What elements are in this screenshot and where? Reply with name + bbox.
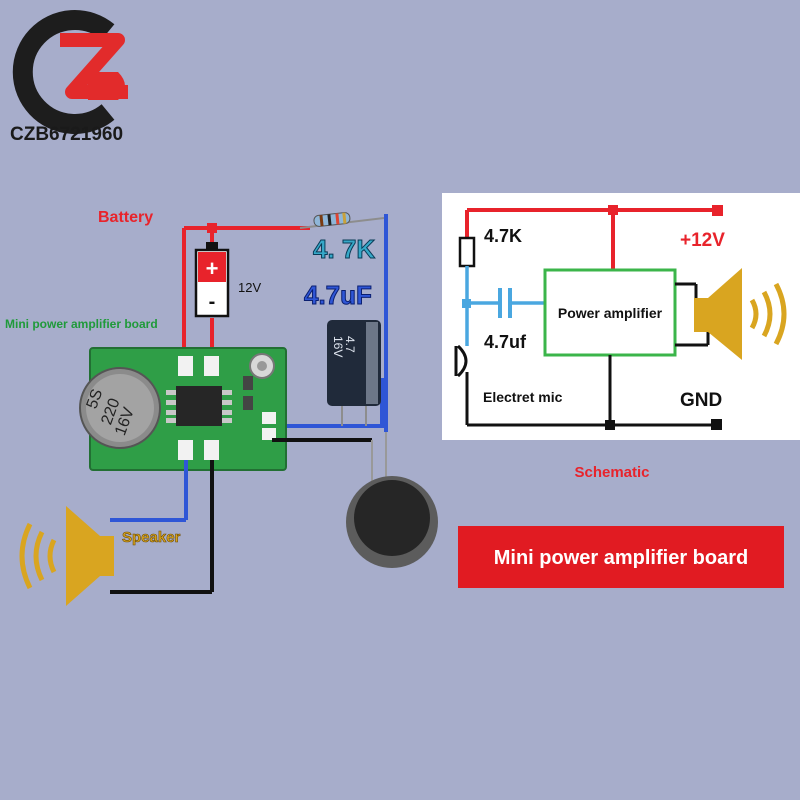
speaker-label: Speaker	[122, 529, 181, 546]
module-cap-text-1: 5S	[84, 387, 107, 411]
wire-node	[207, 223, 217, 233]
schematic-terminal-gnd	[711, 419, 722, 430]
logo-ring	[12, 10, 115, 134]
battery-voltage-label: 12V	[238, 280, 261, 295]
battery-plus: +	[206, 256, 219, 281]
schematic-mic-label: Electret mic	[483, 389, 563, 405]
schematic-caption: Schematic	[574, 464, 649, 481]
schematic-node	[462, 299, 471, 308]
schematic-voltage-label: +12V	[680, 230, 725, 251]
schematic-speaker-icon	[694, 268, 787, 360]
schematic-ground-label: GND	[680, 390, 722, 411]
electrolytic-capacitor	[327, 320, 381, 426]
board-label: Mini power amplifier board	[5, 317, 158, 331]
elec-cap-text-2: 16V	[331, 336, 345, 357]
resistor-label: 4. 7K	[313, 234, 375, 264]
schematic-capacitor-label: 4.7uf	[484, 332, 527, 352]
ground-wires	[110, 438, 372, 594]
schematic-node	[605, 420, 615, 430]
amplifier-module-board	[79, 347, 287, 471]
title-banner	[458, 526, 784, 588]
logo-text: CZB6721960	[10, 124, 123, 145]
battery-label: Battery	[98, 209, 153, 226]
schematic-supply-wires	[465, 208, 716, 270]
capacitor-label: 4.7uF	[304, 280, 372, 310]
schematic-resistor	[458, 236, 476, 268]
speaker-wires	[110, 460, 188, 522]
schematic-amplifier	[543, 268, 677, 357]
speaker-icon	[19, 506, 114, 606]
battery-icon	[194, 242, 230, 318]
schematic-mic-icon	[454, 344, 468, 378]
schematic-terminal-plus	[712, 205, 723, 216]
schematic-node	[608, 205, 618, 215]
schematic-capacitor	[498, 288, 512, 318]
battery-minus: -	[209, 291, 216, 313]
resistor-component	[299, 212, 385, 229]
schematic-speaker-wires	[675, 282, 710, 347]
schematic-ground-wires	[465, 355, 716, 427]
schematic-amplifier-label: Power amplifier	[558, 305, 663, 321]
brand-logo: CZB6721960	[10, 10, 128, 145]
banner-text: Mini power amplifier board	[494, 547, 748, 569]
electret-mic-icon	[346, 432, 438, 568]
elec-cap-text-1: 4.7	[343, 336, 357, 353]
logo-b-mark	[88, 72, 125, 100]
schematic-resistor-label: 4.7K	[484, 226, 522, 246]
